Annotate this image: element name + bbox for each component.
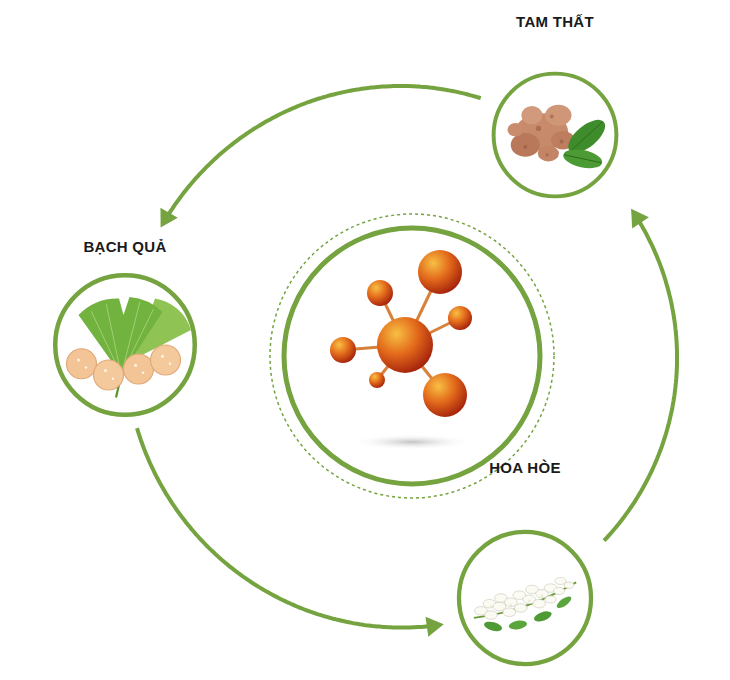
node-label-group: HOA HÒE — [454, 459, 596, 477]
herb-name: TAM THẤT — [489, 13, 621, 31]
ginkgo-drawing-part — [77, 355, 171, 380]
flower-drawing-part-part — [528, 600, 531, 603]
flower-drawing-part-part — [553, 587, 564, 594]
node-ring — [459, 532, 591, 664]
ginkgo-drawing-part-part — [161, 355, 164, 358]
ginkgo-drawing-part — [124, 354, 154, 384]
root-drawing-part — [571, 122, 603, 151]
flower-drawing-part-part — [485, 611, 498, 620]
root-drawing-part — [545, 153, 548, 156]
root-drawing-part — [538, 146, 559, 162]
flower-drawing-part-part — [514, 604, 527, 613]
flower-drawing-part — [490, 595, 544, 608]
molecule-shadow — [350, 434, 474, 450]
flower-drawing-part — [508, 619, 528, 631]
flower-drawing-part-part — [510, 604, 513, 607]
molecule-atoms-part — [448, 306, 472, 330]
arrow-line — [137, 428, 431, 627]
root-drawing-part — [560, 140, 564, 144]
flower-drawing-part — [475, 577, 574, 619]
flower-drawing-part-part — [533, 599, 546, 608]
root-drawing-part — [545, 105, 571, 126]
cycle-arrow — [137, 428, 444, 637]
node-label-group: TAM THẤT — [489, 13, 621, 31]
root-drawing-part — [521, 106, 542, 124]
ginkgo-drawing-part — [67, 349, 97, 379]
ginkgo-drawing-part-part — [142, 372, 144, 374]
root-drawing-part — [507, 123, 523, 136]
molecule-atoms-part — [423, 373, 467, 417]
flower-drawing-part — [555, 594, 573, 610]
node-ring — [494, 74, 617, 197]
molecule-atoms-part — [377, 317, 433, 373]
ginkgo-drawing-part-part — [169, 363, 171, 365]
ginkgo-drawing-part-part — [77, 359, 80, 362]
flower-drawing-part-part — [503, 608, 516, 617]
dashed-ring — [270, 214, 554, 498]
ginkgo-drawing-part-part — [104, 369, 107, 372]
node-circle — [454, 527, 596, 669]
node-label-group: BẠCH QUẢ — [50, 238, 200, 256]
bach-qua-picture — [50, 270, 200, 420]
root-drawing-part — [536, 126, 541, 131]
molecule-atoms-part — [330, 337, 356, 363]
hoa-hoe-picture — [454, 527, 596, 669]
molecule-atoms — [330, 250, 472, 417]
molecule-atoms-part — [367, 280, 393, 306]
arrow-head — [160, 208, 177, 228]
arrow-line — [167, 86, 481, 217]
cycle-arrow — [604, 209, 677, 541]
flower-drawing-part — [483, 620, 503, 633]
flower-drawing-part-part — [490, 605, 493, 608]
root-drawing-part — [562, 146, 604, 171]
ginkgo-drawing-part-part — [112, 378, 114, 380]
center-ring — [284, 228, 540, 484]
flower-drawing-part — [533, 609, 553, 623]
ginkgo-drawing-part — [151, 345, 181, 375]
cycle-arrow — [160, 86, 480, 228]
arrow-head — [425, 617, 443, 637]
ginkgo-drawing-part-part — [134, 364, 137, 367]
node-ring — [55, 275, 195, 415]
herb-node: BẠCH QUẢ — [50, 238, 200, 420]
flower-drawing-part-part — [545, 596, 556, 603]
node-circle — [489, 69, 621, 201]
root-drawing-part — [523, 145, 527, 149]
ginkgo-drawing-part-part — [85, 366, 87, 368]
molecule-atoms-part — [418, 250, 462, 294]
root-drawing-part — [550, 115, 554, 119]
flower-drawing-part-part — [564, 582, 574, 588]
ginkgo-drawing — [67, 297, 192, 398]
arrow-head — [631, 209, 649, 229]
flower-drawing — [474, 577, 576, 632]
root-drawing — [507, 105, 610, 172]
root-drawing-part — [564, 155, 601, 163]
arrow-line — [604, 221, 677, 541]
flower-drawing-part-part — [541, 595, 544, 598]
molecule-atoms-part — [369, 372, 385, 388]
herb-node: HOA HÒE — [454, 459, 596, 669]
herb-name: HOA HÒE — [454, 459, 596, 477]
herb-name: BẠCH QUẢ — [50, 238, 200, 256]
root-drawing-part — [511, 133, 540, 157]
tam-that-picture — [489, 69, 621, 201]
herb-node: TAM THẤT — [489, 13, 621, 201]
node-circle — [50, 270, 200, 420]
ginkgo-drawing-part — [94, 360, 124, 390]
